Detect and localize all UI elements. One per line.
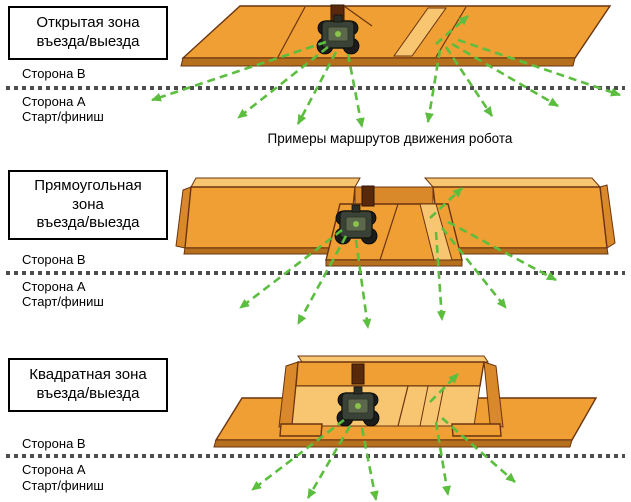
section-square-zone: Квадратная зона въезда/выезда Сторона В … [0, 340, 631, 502]
side-b-label: Сторона В [22, 252, 86, 267]
boundary-dotted-line [6, 271, 625, 275]
section-open-zone: Открытая зона въезда/выезда Сторона В Ст… [0, 0, 631, 160]
route-arrows [151, 15, 621, 128]
zone-label-line: въезда/выезда [36, 385, 140, 402]
section-rectangular-zone: Прямоугольная зона въезда/выезда Сторона… [0, 160, 631, 340]
platform-rectangular [175, 177, 616, 267]
side-b-label: Сторона В [22, 436, 86, 451]
side-b-label: Сторона В [22, 66, 86, 81]
start-finish-label: Старт/финиш [22, 478, 104, 493]
zone-label-line: Прямоугольная [34, 176, 142, 194]
start-finish-label: Старт/финиш [22, 294, 104, 309]
route-arrows [239, 187, 557, 329]
boundary-dotted-line [6, 86, 625, 90]
side-a-label: Сторона А [22, 279, 86, 294]
routes-caption: Примеры маршрутов движения робота [267, 131, 513, 146]
robot-icon [316, 14, 360, 55]
route-arrows [251, 373, 516, 501]
robot-icon [334, 204, 378, 245]
zone-label-line: въезда/выезда [36, 214, 140, 232]
platform-square [213, 355, 598, 448]
robot-icon [336, 386, 380, 427]
zone-label-line: зона [72, 195, 104, 213]
zone-label-line: Квадратная зона [29, 366, 147, 384]
start-finish-label: Старт/финиш [22, 109, 104, 124]
platform-open [180, 4, 612, 67]
zone-label-box-square: Квадратная зона въезда/выезда [8, 358, 168, 412]
zone-label-box-rectangular: Прямоугольная зона въезда/выезда [8, 170, 168, 240]
side-a-label: Сторона А [22, 94, 86, 109]
zone-label-line: въезда/выезда [36, 33, 140, 50]
side-a-label: Сторона А [22, 462, 86, 477]
boundary-dotted-line [6, 454, 625, 458]
zone-label-line: Открытая зона [36, 14, 140, 32]
zone-label-box-open: Открытая зона въезда/выезда [8, 6, 168, 60]
